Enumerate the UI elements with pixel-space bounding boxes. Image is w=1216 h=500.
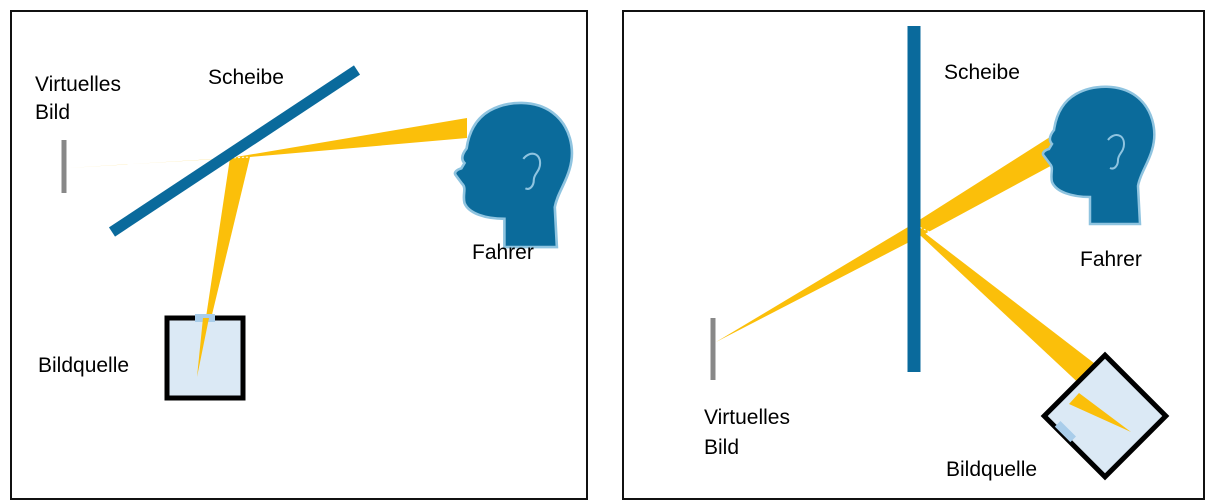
diagram-panel-left: Virtuelles Bild Scheibe Fahrer Bildquell…: [10, 10, 588, 500]
windshield-label: Scheibe: [208, 66, 284, 89]
beam-windshield-to-driver: [913, 137, 1058, 236]
image-source-label: Bildquelle: [38, 354, 130, 377]
windshield: [108, 65, 361, 237]
virtual-image-label-line1: Virtuelles: [704, 406, 790, 429]
reflection-marker: [229, 156, 251, 159]
windshield-label: Scheibe: [944, 61, 1020, 84]
virtual-image-label-line2: Bild: [704, 436, 740, 459]
driver-label: Fahrer: [1080, 248, 1142, 271]
left-diagram-canvas: [61, 65, 574, 401]
beam-windshield-to-driver: [230, 118, 467, 158]
image-source-label: Bildquelle: [946, 458, 1038, 481]
diagram-panel-right: Scheibe Fahrer Virtuelles Bild Bildquell…: [622, 10, 1205, 500]
driver-head-icon: [453, 101, 574, 249]
virtual-image-label-line2: Bild: [35, 101, 71, 124]
beam-virtual-to-windshield: [716, 224, 921, 342]
driver-head-icon: [1041, 85, 1156, 226]
virtual-image-label-line1: Virtuelles: [35, 73, 121, 96]
driver-label: Fahrer: [472, 241, 534, 264]
beam-windshield-to-source: [913, 224, 1131, 432]
beam-virtual-to-windshield: [68, 157, 250, 168]
right-diagram-canvas: [710, 26, 1170, 481]
